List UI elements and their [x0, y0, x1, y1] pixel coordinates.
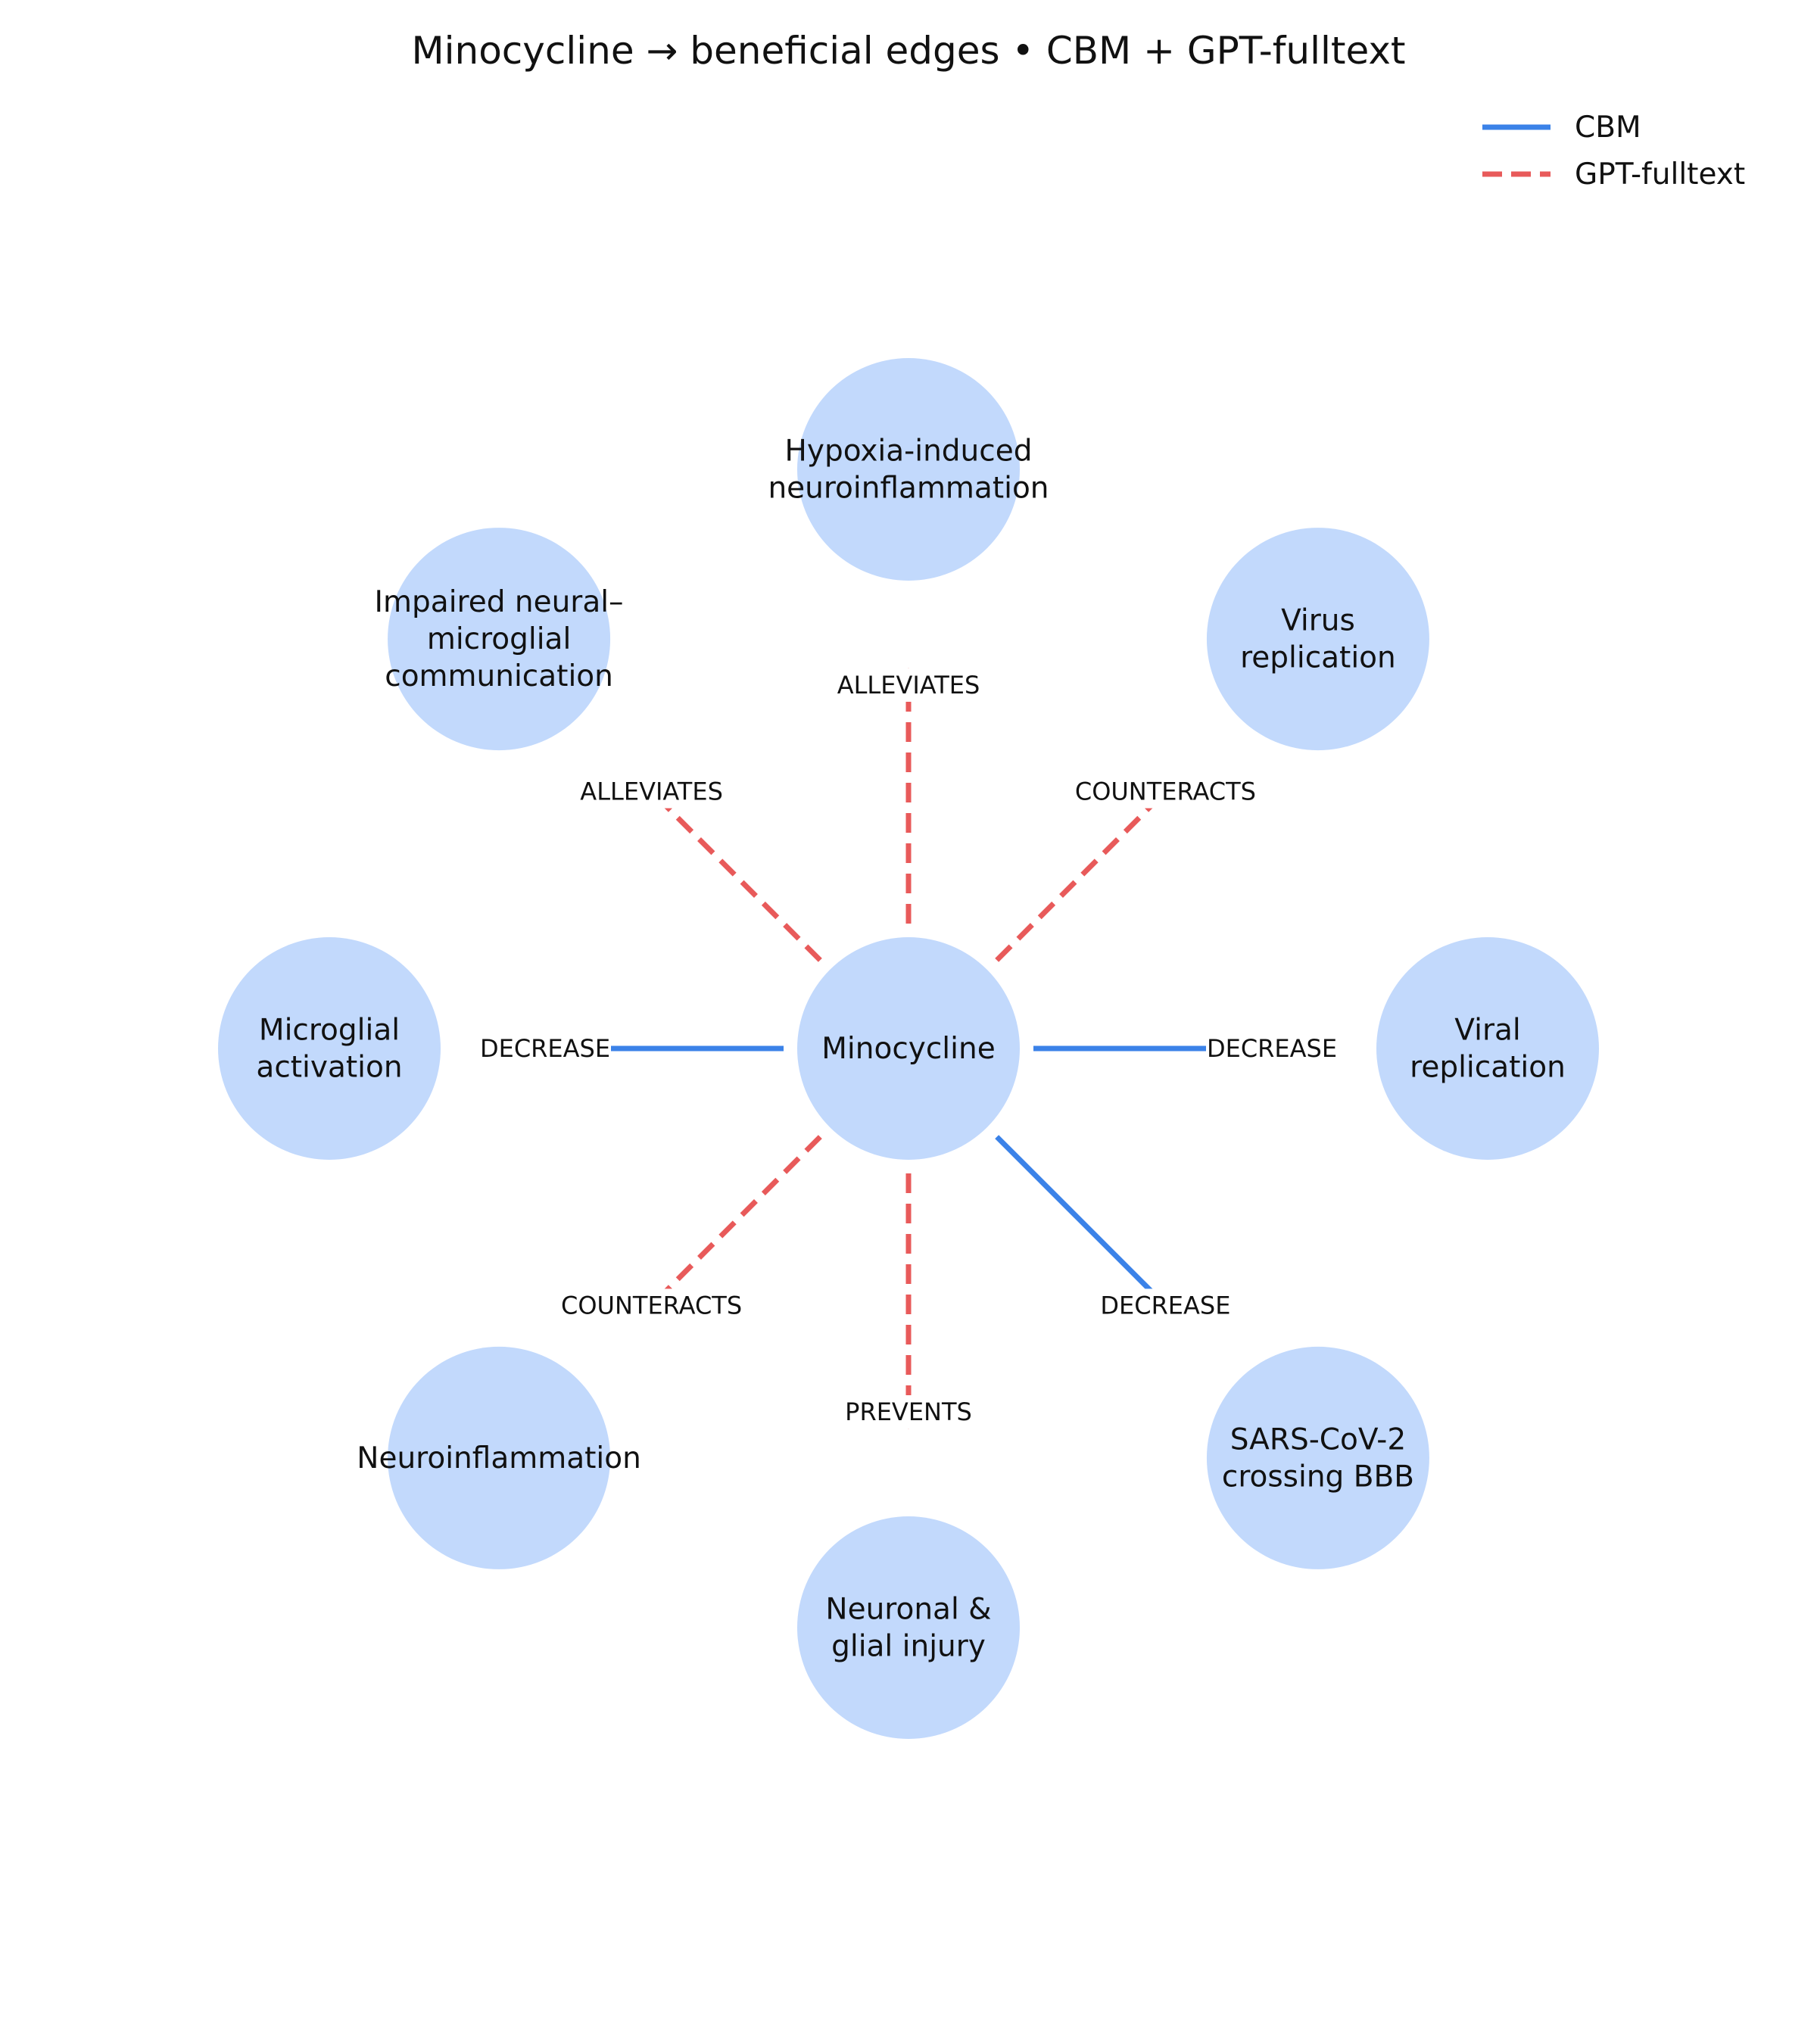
node-circle [388, 1346, 611, 1569]
edge-label-neuronal-glial-injury: PREVENTS [843, 1395, 974, 1429]
node-circle [797, 1516, 1020, 1739]
node-label-line: Impaired neural– [375, 585, 624, 619]
node-circle [388, 528, 611, 751]
edge-label-virus-replication: COUNTERACTS [1075, 774, 1256, 809]
node-neuroinflammation: Neuroinflammation [357, 1346, 641, 1569]
node-label-line: Viral [1454, 1014, 1520, 1048]
node-label-line: crossing BBB [1222, 1460, 1414, 1494]
node-circle [797, 358, 1020, 581]
node-label-line: replication [1410, 1051, 1566, 1085]
edge-label-text: DECREASE [1100, 1291, 1230, 1320]
edge-sars-cov-2 [995, 1135, 1179, 1319]
node-label-line: neuroinflammation [768, 472, 1049, 506]
node-label-line: microglial [427, 622, 571, 656]
edge-label-text: DECREASE [1207, 1034, 1337, 1063]
edges-layer [528, 668, 1289, 1429]
node-label-line: Virus [1281, 604, 1355, 638]
edge-label-text: COUNTERACTS [1075, 777, 1256, 806]
edge-neuroinflammation [638, 1135, 822, 1319]
node-label-line: Microglial [259, 1014, 400, 1048]
node-circle [1206, 528, 1429, 751]
edge-label-text: PREVENTS [845, 1397, 972, 1426]
node-circle [1376, 937, 1599, 1160]
edge-label-sars-cov-2: DECREASE [1099, 1288, 1232, 1323]
edge-label-background [827, 668, 990, 702]
legend-label-cbm: CBM [1575, 111, 1641, 145]
edge-label-background [479, 1032, 611, 1065]
edge-label-text: ALLEVIATES [580, 777, 723, 806]
edge-label-background [843, 1395, 974, 1429]
node-label-line: replication [1240, 641, 1396, 675]
node-neuronal-glial-injury: Neuronal &glial injury [797, 1516, 1020, 1739]
edge-virus-replication [995, 778, 1179, 962]
edge-label-microglial-activation: DECREASE [479, 1032, 611, 1065]
edge-label-background [1099, 1288, 1232, 1323]
edge-labels-layer: ALLEVIATES COUNTERACTS DECREASE DECREASE PRE… [479, 668, 1338, 1429]
edge-label-impaired-communication: ALLEVIATES [570, 774, 733, 809]
edge-label-hypoxia: ALLEVIATES [827, 668, 990, 702]
edge-label-background [1206, 1032, 1338, 1065]
edge-label-text: DECREASE [480, 1034, 610, 1063]
node-circle [218, 937, 441, 1160]
node-circle [797, 937, 1020, 1160]
node-label-line: Neuroinflammation [357, 1441, 641, 1475]
edge-label-viral-replication: DECREASE [1206, 1032, 1338, 1065]
node-label-line: activation [256, 1051, 402, 1085]
node-label-line: Hypoxia-induced [785, 435, 1033, 469]
edge-label-text: ALLEVIATES [837, 671, 980, 700]
legend-label-gpt: GPT-fulltext [1575, 157, 1745, 192]
edge-label-background [570, 774, 733, 809]
node-label-line: Minocycline [821, 1032, 995, 1066]
legend-item-gpt: GPT-fulltext [1482, 157, 1745, 192]
node-minocycline: Minocycline [797, 937, 1020, 1160]
legend: CBM GPT-fulltext [1482, 111, 1745, 192]
node-label-line: Neuronal & [825, 1593, 991, 1627]
node-label-line: glial injury [831, 1630, 986, 1664]
node-circle [1206, 1346, 1429, 1569]
edge-label-background [563, 1288, 740, 1323]
diagram-title: Minocycline → beneficial edges • CBM + G… [411, 29, 1405, 73]
edge-label-background [1077, 774, 1254, 809]
legend-item-cbm: CBM [1482, 111, 1641, 145]
node-label-line: SARS-CoV-2 [1230, 1422, 1406, 1457]
nodes-layer: Minocycline Hypoxia-inducedneuroinflammat… [218, 358, 1599, 1739]
node-label-line: communication [385, 659, 613, 693]
edge-impaired-communication [638, 778, 822, 962]
edge-label-neuroinflammation: COUNTERACTS [561, 1288, 742, 1323]
edge-label-text: COUNTERACTS [561, 1291, 742, 1320]
